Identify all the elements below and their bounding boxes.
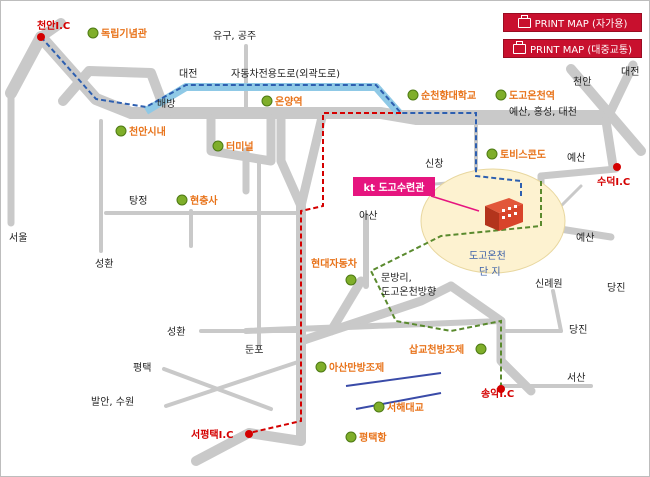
poi-tovice: 토비스콘도 [500, 148, 546, 161]
label-dangjin-2: 당진 [607, 282, 625, 294]
poi-soonchunhyang: 순천향대학교 [421, 89, 476, 102]
label-yugu: 유구, 공주 [213, 30, 256, 42]
complex-label-1: 도고온천 [469, 250, 506, 262]
label-daejeon-top: 대전 [179, 68, 197, 80]
label-asan: 아산 [359, 210, 377, 222]
poi-terminal: 터미널 [226, 140, 254, 153]
building-icon [485, 198, 523, 231]
poi-markers [87, 27, 507, 443]
printer-icon [517, 14, 531, 28]
label-dangjin-1: 당진 [569, 324, 587, 336]
label-seonghwan-1: 성환 [95, 258, 113, 270]
label-expressway: 자동차전용도로(외곽도로) [231, 68, 340, 80]
ic-label-seopyeongtaek: 서평택I.C [191, 428, 233, 441]
label-balan: 발안, 수원 [91, 396, 134, 408]
poi-dogo-station: 도고온천역 [509, 89, 555, 102]
label-seosan: 서산 [567, 372, 585, 384]
print-map-car-button[interactable]: PRINT MAP (자가용) [503, 13, 642, 32]
label-yesan-2: 예산 [576, 232, 594, 244]
label-yesan-1: 예산 [567, 152, 585, 164]
print-map-car-label: PRINT MAP (자가용) [534, 19, 628, 30]
ic-marker-songak [497, 385, 505, 393]
label-sinchang: 신창 [425, 158, 443, 170]
label-pyeongtaek: 평택 [133, 362, 151, 374]
poi-hyeonchungsa: 현충사 [190, 194, 218, 207]
poi-pyeongtaek-port: 평택항 [359, 431, 387, 444]
label-munbang-2: 도고온천방향 [381, 286, 436, 298]
label-seonghwan-2: 성환 [167, 326, 185, 338]
seawall-line-1 [345, 372, 442, 387]
ic-marker-seopyeongtaek [245, 430, 253, 438]
print-map-public-button[interactable]: PRINT MAP (대중교통) [503, 39, 642, 58]
ic-label-cheonan: 천안I.C [37, 19, 70, 32]
label-sillyewon: 신례원 [535, 278, 563, 290]
ic-marker-cheonan [37, 33, 45, 41]
complex-label-2: 단 지 [479, 266, 501, 278]
poi-sapgyo: 삽교천방조제 [409, 343, 464, 356]
label-baebang: 배방 [157, 98, 175, 110]
label-tangjeong: 탕정 [129, 195, 147, 207]
poi-seohae-bridge: 서해대교 [387, 401, 424, 414]
route-blue [40, 36, 522, 196]
kt-pointer [430, 195, 480, 212]
label-munbang-1: 문방리, [381, 272, 412, 284]
ic-label-sudeok: 수덕I.C [597, 175, 630, 188]
route-green [369, 181, 542, 391]
kt-training-center-label: kt 도고수련관 [353, 177, 435, 196]
printer-icon [513, 40, 526, 54]
seawall-line-2 [355, 392, 442, 410]
poi-onyang-station: 온양역 [275, 95, 303, 108]
poi-independence: 독립기념관 [101, 27, 148, 40]
poi-cheonan-city: 천안시내 [129, 125, 166, 138]
label-yesan-list: 예산, 홍성, 대천 [509, 105, 577, 118]
poi-asan-bay: 아산만방조제 [329, 361, 384, 374]
print-map-public-label: PRINT MAP (대중교통) [530, 45, 632, 56]
expressway-road [143, 83, 402, 116]
ic-marker-sudeok [613, 163, 621, 171]
label-seoul: 서울 [9, 232, 27, 244]
label-cheonan-right: 천안 [573, 76, 591, 88]
label-daejeon-right: 대전 [621, 66, 639, 78]
ic-label-songak: 송악I.C [481, 388, 514, 400]
poi-hyundai: 현대자동차 [311, 257, 358, 270]
label-dunpo: 둔포 [245, 344, 263, 356]
route-red [248, 112, 401, 434]
